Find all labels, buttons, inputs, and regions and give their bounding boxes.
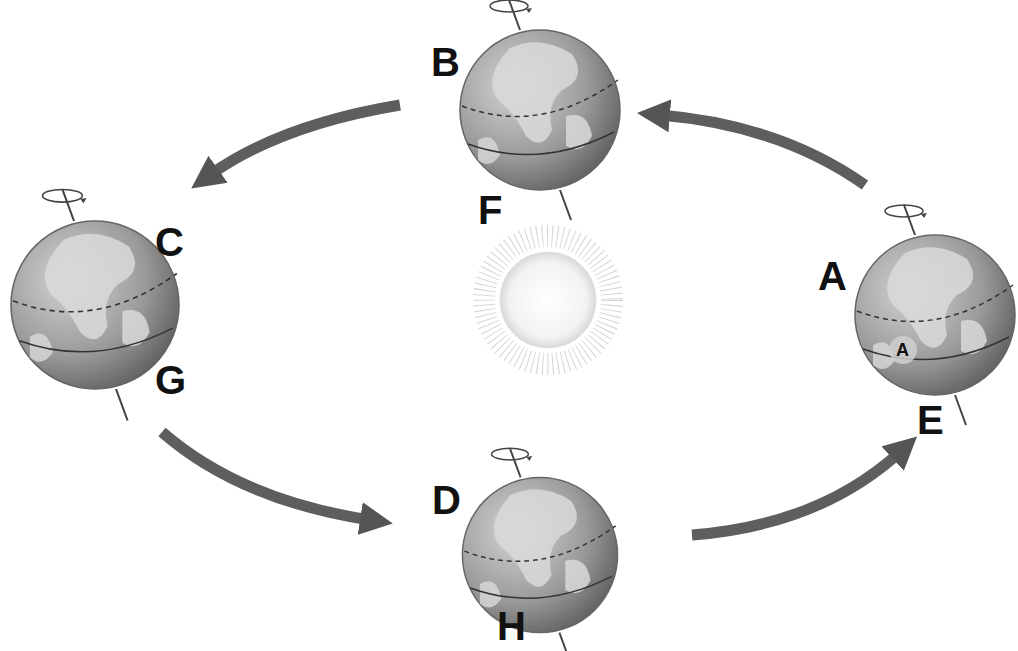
point-label: A (896, 341, 909, 359)
earth-globe (11, 190, 179, 421)
label-patch (889, 336, 917, 364)
point-label: A (818, 256, 847, 296)
point-label: H (497, 606, 526, 646)
sun (500, 252, 596, 348)
orbit-arrow (660, 115, 865, 185)
earth-globe (460, 0, 620, 220)
orbit-arrow (210, 105, 400, 175)
point-label: G (155, 360, 186, 400)
earth-globe (462, 448, 617, 651)
point-label: F (478, 190, 502, 230)
orbit-arrow (692, 452, 900, 535)
earth-globe (855, 205, 1015, 425)
sun-rays (484, 236, 612, 364)
point-label: D (432, 480, 461, 520)
point-label: C (155, 222, 184, 262)
point-label: E (917, 400, 944, 440)
orbit-arrow (162, 432, 370, 520)
point-label: B (431, 42, 460, 82)
